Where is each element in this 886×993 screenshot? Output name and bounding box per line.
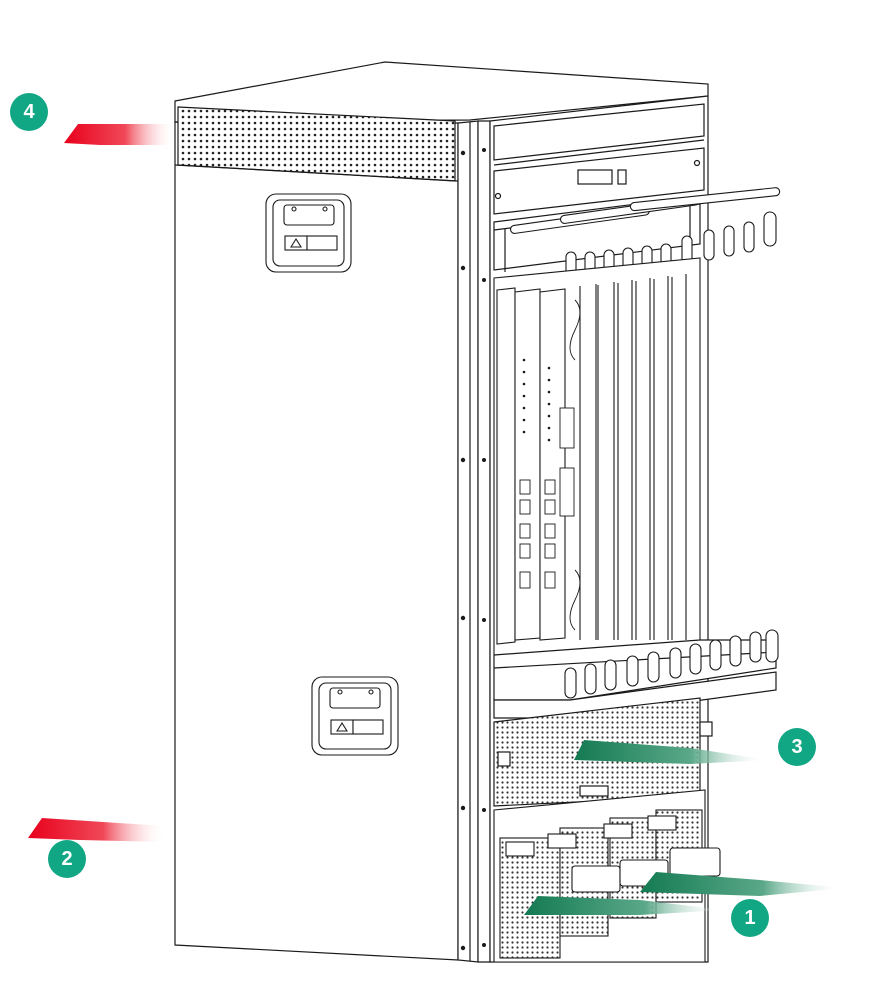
- callout-4: 4: [10, 93, 48, 131]
- exhaust-arrow-upper: [64, 124, 175, 145]
- intake-arrow-fan: [574, 740, 768, 764]
- card-leds: [522, 358, 551, 442]
- rail-screws: [460, 148, 486, 951]
- intake-arrow-power-right: [640, 872, 845, 896]
- upper-cable-pegs: [509, 187, 781, 283]
- front-mounting-rail: [457, 120, 491, 963]
- intake-arrow-power-left: [524, 896, 725, 915]
- callout-2: 2: [48, 840, 86, 878]
- carry-handle-upper: [265, 193, 352, 273]
- carry-handle-lower: [311, 676, 399, 756]
- exhaust-arrow-lower: [28, 818, 165, 842]
- callout-3: 3: [778, 728, 816, 766]
- lower-cable-pegs: [564, 629, 779, 699]
- card-cage: [493, 257, 701, 656]
- card-ports: [519, 299, 581, 631]
- callout-1: 1: [731, 899, 769, 937]
